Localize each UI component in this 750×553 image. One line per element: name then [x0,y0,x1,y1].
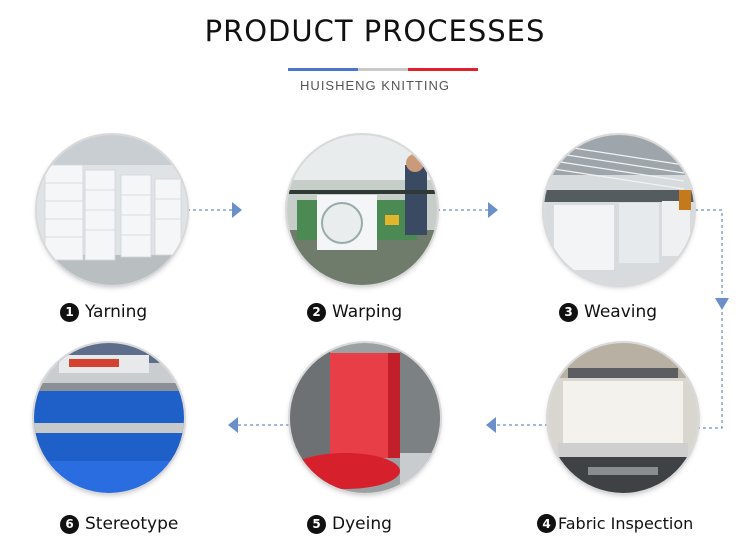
arrow-left-icon [228,417,238,433]
step-number-badge: 3 [559,302,578,322]
arrow-left-icon [486,417,496,433]
step-label-text: Weaving [584,302,658,322]
title-underline-red [408,68,478,71]
step-1-label: 1 Yarning [60,302,147,322]
step-4-label: 4 Fabric Inspection [537,514,693,533]
step-6-label: 6 Stereotype [60,514,178,534]
step-1-photo [37,135,187,285]
arrow-right-icon [488,202,498,218]
connector-3-4-bottom [698,312,723,429]
step-label-text: Stereotype [85,514,179,534]
arrow-right-icon [232,202,242,218]
step-3-photo [544,135,694,285]
step-number-badge: 4 [537,514,556,533]
page-subtitle: HUISHENG KNITTING [300,78,450,93]
step-3-label: 3 Weaving [559,302,657,322]
step-2-label: 2 Warping [307,302,402,322]
step-5-photo [290,343,440,493]
step-5-label: 5 Dyeing [307,514,392,534]
step-number-badge: 2 [307,302,326,322]
step-label-text: Dyeing [332,514,392,534]
title-underline-gray [358,68,408,71]
step-number-badge: 5 [307,514,326,534]
step-2-photo [287,135,437,285]
title-underline-blue [288,68,358,71]
step-number-badge: 6 [60,514,79,534]
step-label-text: Yarning [85,302,148,322]
step-6-photo [34,343,184,493]
connector-3-4-top [695,209,723,297]
step-label-text: Fabric Inspection [558,514,694,533]
step-number-badge: 1 [60,302,79,322]
step-label-text: Warping [332,302,403,322]
page-title: PRODUCT PROCESSES [204,14,546,48]
arrow-down-icon [715,298,729,310]
step-4-photo [548,343,698,493]
